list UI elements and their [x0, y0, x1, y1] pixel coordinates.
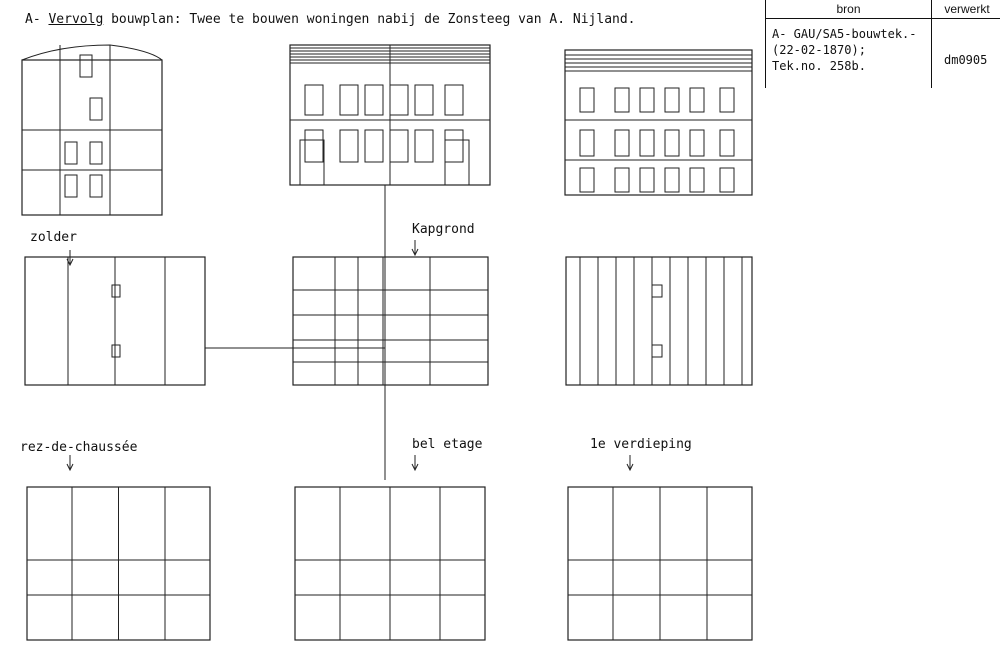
window	[414, 129, 434, 163]
side-elevation	[564, 49, 753, 196]
arrow-icon	[66, 258, 74, 267]
table-header: bron verwerkt	[766, 0, 1000, 19]
window	[614, 87, 630, 113]
window	[389, 84, 409, 116]
arrow-icon	[411, 248, 419, 257]
window	[444, 129, 464, 163]
attic-plan	[565, 256, 753, 386]
window	[89, 141, 103, 165]
roof-plan	[292, 256, 489, 386]
label-rez-de-chaussee: rez-de-chaussée	[20, 440, 138, 455]
window	[639, 167, 655, 193]
window	[689, 129, 705, 157]
title-underlined: Vervolg	[48, 12, 104, 27]
window	[64, 174, 78, 198]
window	[639, 129, 655, 157]
window	[719, 129, 735, 157]
window	[664, 87, 680, 113]
arrow-icon	[411, 463, 419, 472]
source-reference: A- GAU/SA5-bouwtek.- (22-02-1870); Tek.no.…	[772, 26, 917, 74]
document-title: A- Vervolg bouwplan: Twee te bouwen woni…	[25, 12, 636, 27]
window	[689, 87, 705, 113]
source-line: A- GAU/SA5-bouwtek.-	[772, 27, 917, 41]
chimney	[111, 284, 121, 298]
window	[664, 129, 680, 157]
table-divider	[931, 0, 932, 88]
processed-code: dm0905	[944, 53, 988, 67]
window	[579, 87, 595, 113]
window	[79, 54, 93, 78]
roof-line	[21, 44, 163, 61]
window	[339, 84, 359, 116]
arrow-icon	[66, 463, 74, 472]
label-1e-verdieping: 1e verdieping	[590, 437, 692, 452]
window	[689, 167, 705, 193]
source-line: Tek.no. 258b.	[772, 59, 866, 73]
window	[614, 129, 630, 157]
window	[64, 141, 78, 165]
window	[89, 97, 103, 121]
door	[299, 139, 325, 186]
window	[639, 87, 655, 113]
arrow-icon	[626, 463, 634, 472]
window	[579, 129, 595, 157]
chimney	[651, 344, 663, 358]
window	[339, 129, 359, 163]
window	[444, 84, 464, 116]
window	[389, 129, 409, 163]
window	[89, 174, 103, 198]
label-kapgrond: Kapgrond	[412, 222, 475, 237]
source-table: bron verwerkt A- GAU/SA5-bouwtek.- (22-02…	[765, 0, 1000, 88]
header-bron: bron	[836, 2, 861, 16]
window	[719, 167, 735, 193]
title-rest: bouwplan: Twee te bouwen woningen nabij …	[103, 12, 636, 27]
window	[614, 167, 630, 193]
window	[664, 167, 680, 193]
label-bel-etage: bel etage	[412, 437, 483, 452]
window	[414, 84, 434, 116]
section-elevation	[21, 59, 163, 216]
source-line: (22-02-1870);	[772, 43, 866, 57]
chimney	[111, 344, 121, 358]
chimney	[651, 284, 663, 298]
door	[444, 139, 470, 186]
window	[304, 129, 324, 163]
window	[364, 84, 384, 116]
window	[304, 84, 324, 116]
title-prefix: A-	[25, 12, 49, 27]
label-zolder: zolder	[30, 230, 77, 245]
window	[364, 129, 384, 163]
header-verwerkt: verwerkt	[944, 2, 990, 16]
window	[579, 167, 595, 193]
window	[719, 87, 735, 113]
